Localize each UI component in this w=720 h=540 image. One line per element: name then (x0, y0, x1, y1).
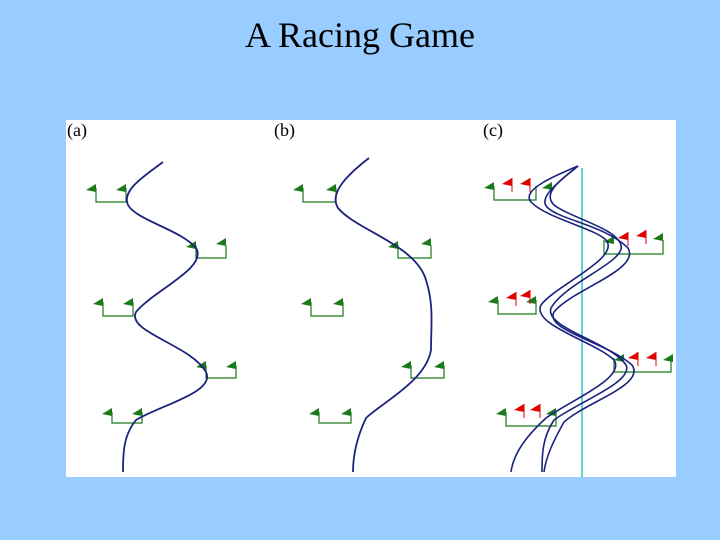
path-b (334, 157, 433, 473)
flags-b (293, 184, 444, 416)
panel-label-b: (b) (274, 120, 295, 140)
red-flag-poles-c (511, 178, 657, 418)
red-flags-c (502, 178, 656, 412)
path-a (122, 161, 209, 473)
paths-c (510, 165, 635, 473)
panel-label-c: (c) (483, 120, 503, 140)
green-flags-c (484, 182, 673, 416)
slide-title: A Racing Game (245, 15, 475, 55)
gates-a (95, 188, 237, 424)
panel-label-a: (a) (67, 120, 87, 140)
diagram-panel: (a) (b) (c) (66, 120, 676, 477)
gates-b (302, 188, 445, 424)
racing-diagram (86, 157, 673, 477)
flags-a (86, 184, 236, 416)
